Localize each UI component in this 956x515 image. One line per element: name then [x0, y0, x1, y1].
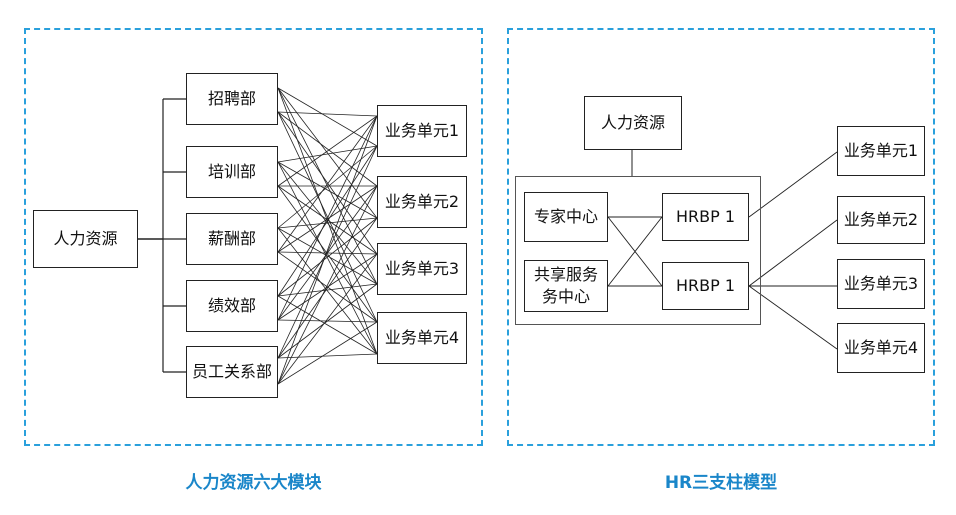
mesh-link-d1-u3: [277, 111, 378, 255]
mesh-link-d3-u4: [277, 227, 378, 355]
mesh-link-d2-u4: [277, 185, 378, 323]
mesh-link-d5-u2: [277, 217, 378, 359]
six-modules-caption: 人力资源六大模块: [185, 473, 322, 493]
three-pillars-panel: [507, 28, 935, 446]
three-pillars-caption: HR三支柱模型: [664, 473, 778, 493]
mesh-link-d1-u2: [277, 87, 378, 219]
dept-performance-box: 绩效部: [186, 280, 278, 332]
hr-pillar-root-box: 人力资源: [584, 96, 682, 150]
hrbp-bottom-box: HRBP 1: [662, 262, 749, 310]
mesh-link-d4-u2: [277, 185, 378, 321]
mesh-link-d4-u4: [277, 295, 378, 355]
hr-root-box: 人力资源: [33, 210, 138, 268]
mesh-link-d5-u4: [277, 321, 378, 385]
mesh-link-d1-u4: [277, 111, 378, 323]
mesh-link-d1-u1: [277, 87, 378, 147]
left-business-unit-3-box: 业务单元3: [377, 243, 467, 295]
mesh-link-d5-u1: [277, 115, 378, 385]
mesh-link-d2-u3: [277, 185, 378, 255]
mesh-link-d3-u1: [277, 115, 378, 253]
dept-employee-relations-box: 员工关系部: [186, 346, 278, 398]
mesh-link-d3-u2: [277, 185, 378, 253]
right-business-unit-4-box: 业务单元4: [837, 323, 925, 373]
right-business-unit-2-box: 业务单元2: [837, 196, 925, 244]
mesh-link-d2-u1: [277, 115, 378, 187]
mesh-link-d3-u2: [277, 217, 378, 229]
left-business-unit-2-box: 业务单元2: [377, 176, 467, 228]
mesh-link-d4-u3: [277, 283, 378, 297]
hrbp-top-box: HRBP 1: [662, 193, 749, 241]
right-business-unit-3-box: 业务单元3: [837, 259, 925, 309]
mesh-link-d5-u2: [277, 185, 378, 385]
shared-service-center-line-2: 务中心: [541, 287, 590, 306]
mesh-link-d5-u4: [277, 353, 378, 359]
mesh-link-d4-u3: [277, 253, 378, 321]
mesh-link-d1-u1: [277, 111, 378, 117]
dept-compensation-box: 薪酬部: [186, 213, 278, 265]
pillar-group-frame: [515, 176, 761, 325]
left-business-unit-4-box: 业务单元4: [377, 312, 467, 364]
mesh-link-d4-u1: [277, 115, 378, 321]
mesh-link-d1-u2: [277, 111, 378, 187]
mesh-link-d4-u2: [277, 217, 378, 297]
shared-service-center-line-1: 共享服务: [533, 265, 598, 284]
mesh-link-d5-u3: [277, 283, 378, 359]
six-modules-panel: [24, 28, 483, 446]
department-unit-mesh: [277, 87, 378, 385]
right-business-unit-1-box: 业务单元1: [837, 126, 925, 176]
dept-training-box: 培训部: [186, 146, 278, 198]
mesh-link-d2-u1: [277, 145, 378, 163]
mesh-link-d3-u3: [277, 227, 378, 285]
left-business-unit-1-box: 业务单元1: [377, 105, 467, 157]
shared-service-center-box: 共享服务 务中心: [524, 260, 608, 312]
mesh-link-d4-u1: [277, 145, 378, 297]
expert-center-box: 专家中心: [524, 192, 608, 242]
mesh-link-d5-u3: [277, 253, 378, 385]
dept-recruitment-box: 招聘部: [186, 73, 278, 125]
mesh-link-d5-u1: [277, 145, 378, 359]
